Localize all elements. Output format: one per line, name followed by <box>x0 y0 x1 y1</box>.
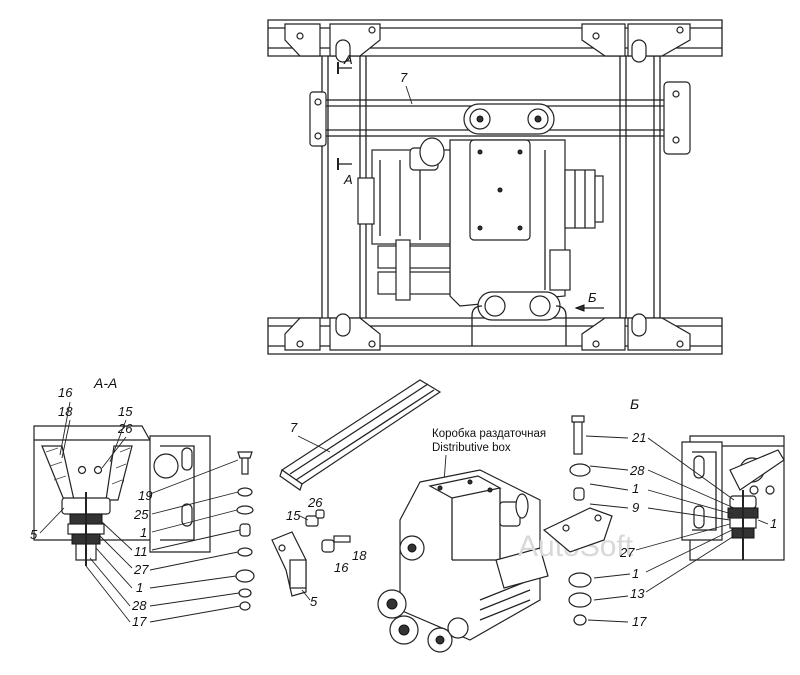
callout-aa-19: 19 <box>138 488 152 503</box>
callout-aa-16: 16 <box>58 385 73 400</box>
callout-mid-16: 16 <box>334 560 349 575</box>
section-aa-view: А-А <box>30 375 255 629</box>
distributive-box-iso: Коробка раздаточная Distributive box <box>377 428 549 653</box>
callout-b-13: 13 <box>630 586 645 601</box>
crossbar-label: 7 <box>400 70 408 85</box>
callout-aa-15: 15 <box>118 404 133 419</box>
transfer-case-top-view <box>357 137 604 307</box>
section-arrow-a-bottom: А <box>343 172 353 187</box>
callout-mid-5: 5 <box>310 594 318 609</box>
callout-mid-15: 15 <box>286 508 301 523</box>
callout-b-28: 28 <box>629 463 645 478</box>
callout-aa-18: 18 <box>58 404 73 419</box>
callout-b-1a: 1 <box>632 481 639 496</box>
callout-b-27: 27 <box>619 545 635 560</box>
callout-aa-27: 27 <box>133 562 149 577</box>
callout-b-1b: 1 <box>770 516 777 531</box>
callout-aa-11: 11 <box>134 544 148 559</box>
callout-b-1c: 1 <box>632 566 639 581</box>
callout-b-21: 21 <box>631 430 646 445</box>
callout-mid-26: 26 <box>307 495 323 510</box>
middle-exploded-parts: 7 26 15 18 16 5 <box>271 379 442 609</box>
callout-aa-1b: 1 <box>136 580 143 595</box>
callout-b-9: 9 <box>632 500 639 515</box>
callout-aa-28: 28 <box>131 598 147 613</box>
top-view: 7 <box>267 19 723 355</box>
section-aa-title: А-А <box>93 375 117 391</box>
callout-mid-18: 18 <box>352 548 367 563</box>
section-b-title: Б <box>630 396 639 412</box>
caption-russian: Коробка раздаточная <box>432 428 546 440</box>
section-arrow-a-top: А <box>343 52 353 67</box>
callout-b-17: 17 <box>632 614 647 629</box>
callout-aa-1a: 1 <box>140 525 147 540</box>
caption-english: Distributive box <box>432 442 511 454</box>
section-markers: А А Б <box>337 52 604 312</box>
callout-mid-7: 7 <box>290 420 298 435</box>
upper-mounts <box>463 103 555 135</box>
callout-aa-17: 17 <box>132 614 147 629</box>
callout-aa-25: 25 <box>133 507 149 522</box>
frame-gussets <box>284 23 691 351</box>
section-b-view: Б 21 28 1 9 1 27 <box>542 396 785 629</box>
view-arrow-b: Б <box>588 290 597 305</box>
callout-aa-5: 5 <box>30 527 38 542</box>
lower-mount <box>471 291 567 346</box>
